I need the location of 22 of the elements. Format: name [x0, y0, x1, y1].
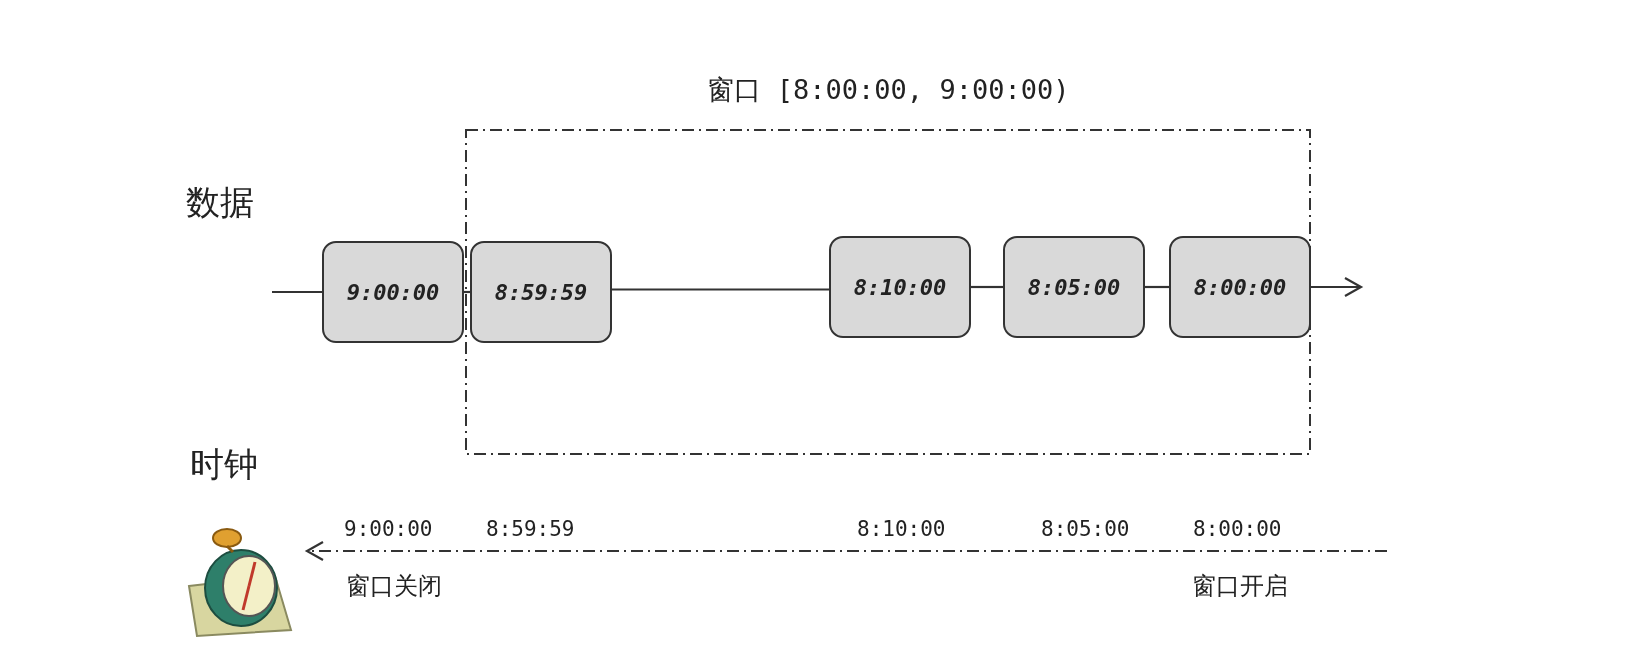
status-label: 窗口开启 — [1192, 571, 1288, 602]
time-label: 8:59:59 — [486, 517, 575, 541]
arrow — [305, 540, 1387, 562]
section-heading: 数据 — [186, 181, 254, 224]
time-label: 8:10:00 — [857, 517, 946, 541]
status-label: 窗口关闭 — [346, 571, 442, 602]
timestamp-card: 8:59:59 — [470, 241, 612, 343]
connector-line — [464, 290, 470, 294]
connector-line — [272, 290, 322, 294]
connector-line — [1145, 285, 1169, 289]
connector-line — [612, 288, 829, 291]
arrow — [1311, 276, 1363, 298]
connector-line — [971, 285, 1003, 289]
timestamp-card: 8:00:00 — [1169, 236, 1311, 338]
section-heading: 时钟 — [190, 443, 258, 486]
time-label: 8:00:00 — [1193, 517, 1282, 541]
timestamp-card: 8:05:00 — [1003, 236, 1145, 338]
timestamp-card: 8:10:00 — [829, 236, 971, 338]
time-label: 8:05:00 — [1041, 517, 1130, 541]
window-title: 窗口 [8:00:00, 9:00:00) — [706, 73, 1070, 107]
timestamp-card: 9:00:00 — [322, 241, 464, 343]
time-label: 9:00:00 — [344, 517, 433, 541]
